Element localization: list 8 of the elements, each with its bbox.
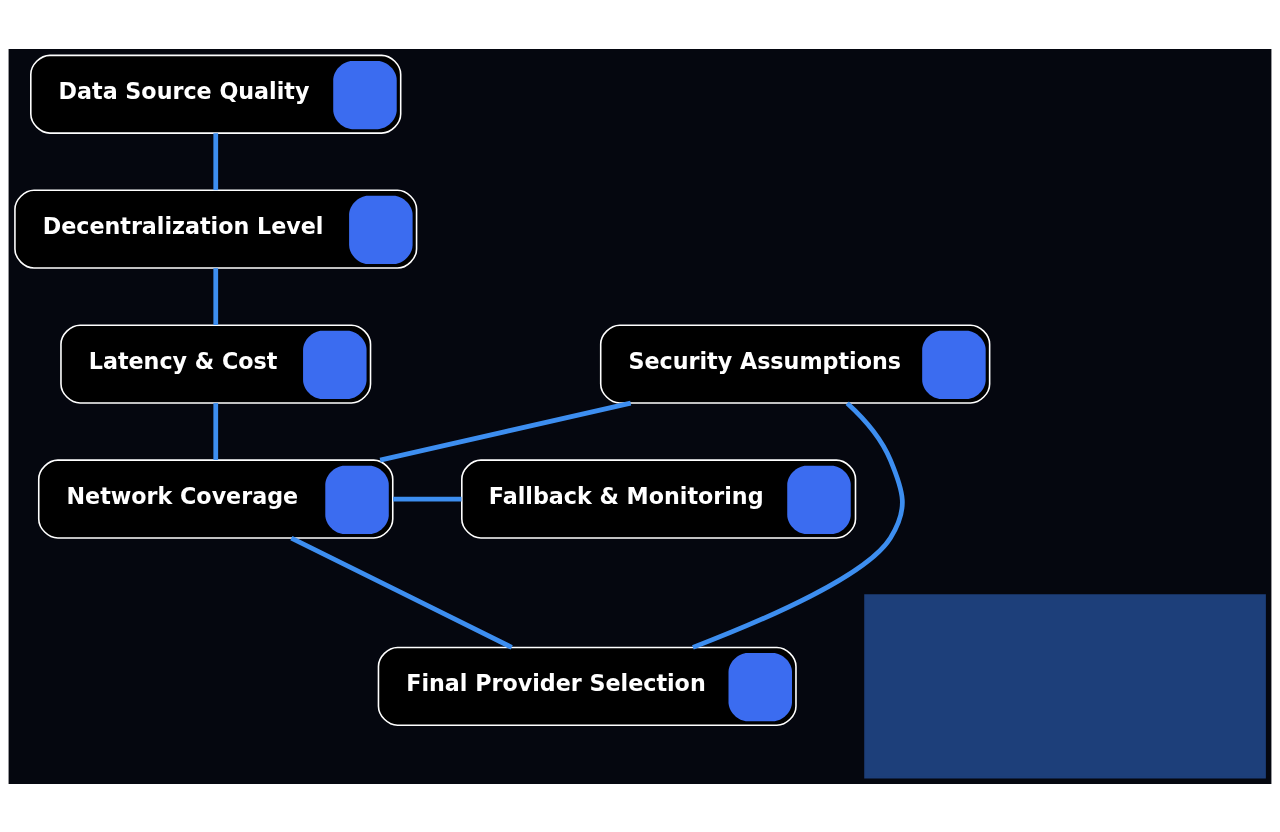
connector [393, 496, 462, 501]
connector [213, 132, 219, 190]
connector [213, 402, 219, 460]
connector [213, 267, 219, 325]
node-box [864, 593, 1266, 778]
connector [692, 401, 905, 650]
connector [379, 400, 632, 462]
connector [290, 535, 513, 649]
